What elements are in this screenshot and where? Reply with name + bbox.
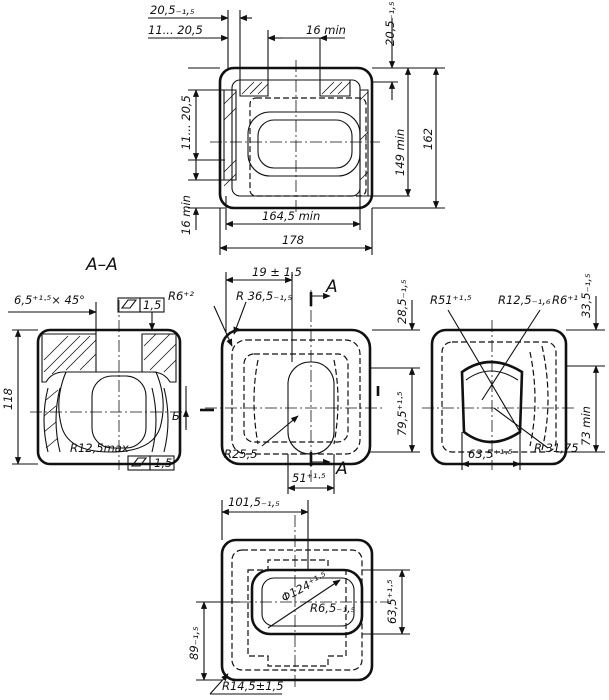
left-wall [223,89,237,181]
front-view: R6⁺² 19 ± 1,5 R 36,5₋₁,₅ А 28,5₋₁,₅ 79,5… [168,265,420,494]
dim-side-r51: R51⁺¹·⁵ [430,293,472,307]
dim-top-5: 11... 20,5 [179,95,193,150]
dim-bottom-r14: R14,5±1,5 [222,679,284,693]
top-wall-left [239,79,269,97]
side-view: R51⁺¹·⁵ R12,5₋₁,₆ R6⁺¹ 33,5₋₁,₅ 73 min 6… [422,273,605,470]
section-top-right-block [141,333,177,383]
dim-bottom-phi: Φ124⁺¹·⁵ [279,569,330,605]
dim-top-3: 16 min [306,23,346,37]
dim-front-w19: 19 ± 1,5 [252,265,302,279]
dim-bottom-d101: 101,5₋₁,₅ [228,495,280,509]
dim-front-r25: R25,5 [224,447,258,461]
section-view: А–А [1,255,214,471]
dim-side-r31: R 31,75 [534,441,579,455]
section-title: А–А [85,255,118,275]
dim-top-8: 16 min [179,195,193,235]
front-section-a-bottom: А [335,459,348,479]
right-wall [359,89,369,197]
dim-bottom-d89: 89₋₁,₅ [187,626,201,660]
top-view-hidden-cavity [249,97,367,197]
dim-section-height: 118 [1,388,15,410]
front-section-a-top: А [325,277,338,297]
side-hidden-outline [441,341,557,453]
dim-section-chamfer: 6,5⁺¹·⁵× 45° [14,293,85,307]
dim-top-6: 149 min [393,129,407,176]
dim-section-flat-top: 1,5 [143,298,161,312]
bottom-outline [220,538,374,682]
dim-side-d33: 33,5₋₁,₅ [579,273,593,318]
dim-top-2: 11... 20,5 [148,23,203,37]
section-top-left-block [41,333,97,383]
dim-front-d79: 79,5⁺¹·⁵ [395,391,409,436]
top-view-slot-inner [257,119,353,169]
dim-front-r6: R6⁺² [168,289,194,303]
dim-side-r6: R6⁺¹ [552,293,578,307]
dim-top-4: 20,5₋₁,₅ [383,1,397,46]
top-wall-right [319,79,351,97]
dim-side-d73: 73 min [579,406,593,446]
front-hidden-inner [243,353,349,443]
dim-section-flat-bottom: 1,5 [154,456,172,470]
bottom-view: 101,5₋₁,₅ Φ124⁺¹·⁵ R6,5₋₁,₅ 63,5⁺¹·⁵ 89₋… [187,495,410,695]
dim-top-7: 162 [421,128,435,150]
dim-front-d28: 28,5₋₁,₅ [395,279,409,324]
section-arrow-label: Б [172,409,180,423]
dim-bottom-d63: 63,5⁺¹·⁵ [385,579,399,624]
dim-side-r12: R12,5₋₁,₆ [498,293,551,307]
top-view: 20,5₋₁,₅ 11... 20,5 16 min 20,5₋₁,₅ 11..… [148,1,445,255]
dim-bottom-r6: R6,5₋₁,₅ [310,601,356,615]
front-outline [220,328,372,466]
dim-side-d63: 63,5⁺¹·⁵ [468,447,513,461]
section-outline [36,328,182,466]
bottom-hidden-ribs [247,559,347,667]
dim-top-10: 178 [282,233,304,247]
dim-front-d51: 51⁺¹·⁵ [292,471,326,485]
dim-front-r36: R 36,5₋₁,₅ [236,289,293,303]
dim-section-radius: R12,5max [70,441,129,455]
front-hidden-outline [231,339,361,455]
dim-top-9: 164,5 min [262,209,320,223]
section-cavity [58,371,164,453]
dim-top-1: 20,5₋₁,₅ [150,3,195,17]
